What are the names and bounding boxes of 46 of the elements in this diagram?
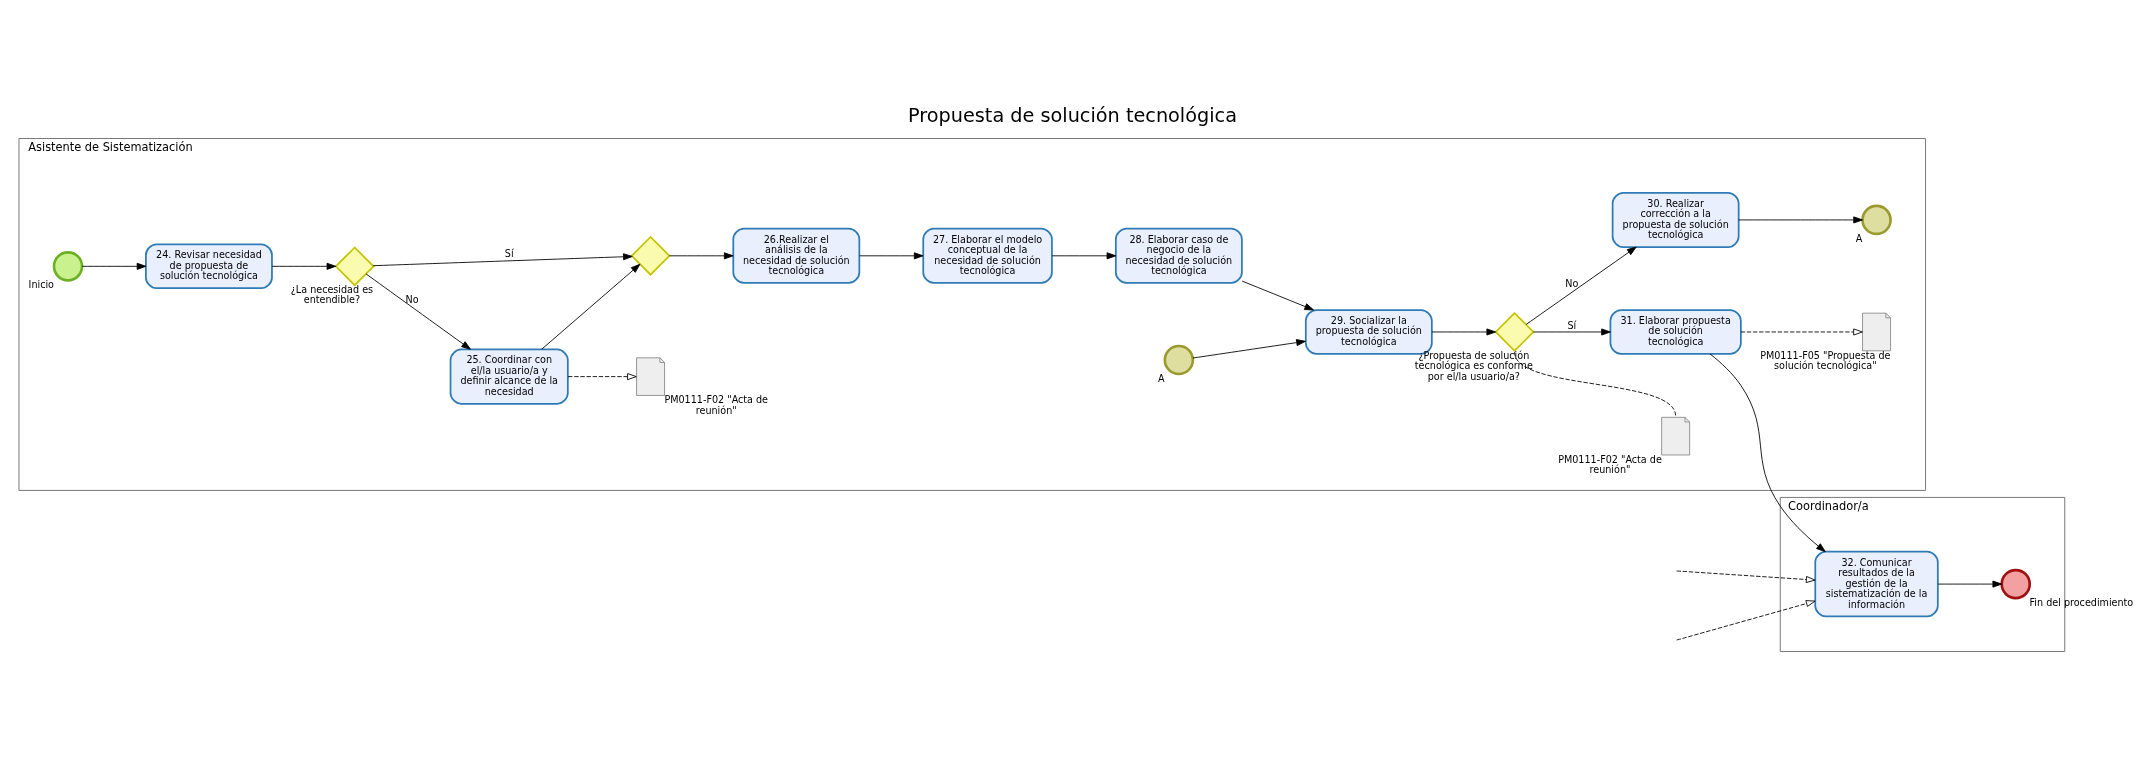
node-box: 30. Realizar corrección a la propuesta de solución tecnológica (1611, 191, 1740, 248)
node-label: A (1158, 372, 1165, 384)
arrow (1740, 328, 1863, 336)
node-circle (52, 251, 84, 282)
node-box: 27. Elaborar el modelo conceptual de la necesidad de solución tecnológica (922, 227, 1053, 284)
arrow (1525, 246, 1637, 325)
arrow (1532, 328, 1611, 336)
node-label: Inicio (28, 279, 55, 291)
arrow (668, 252, 734, 260)
arrow (1709, 353, 1826, 553)
node-circle (2000, 568, 2032, 600)
node-box: 28. Elaborar caso de negocio de la necesidad de solución tecnológica (1114, 227, 1243, 284)
node-label: A (1855, 232, 1863, 244)
edge-label: Sí (1567, 320, 1577, 332)
arrow (1051, 252, 1117, 260)
arrow (1431, 328, 1497, 336)
node-circle (1861, 204, 1892, 236)
node-diamond (334, 246, 375, 287)
arrow (1192, 339, 1306, 359)
arrow (271, 262, 337, 270)
arrow (567, 373, 637, 381)
diagram-title: Propuesta de solución tecnológica (908, 104, 1237, 128)
arrow (859, 252, 924, 260)
arrow (1937, 580, 2003, 588)
node-box: 32. Comunicar resultados de la gestión de la sistematización de la información (1814, 550, 1939, 618)
arrow (372, 253, 633, 267)
arrow (1738, 216, 1863, 224)
edge-label: No (405, 293, 419, 305)
node-label: PM0111-F02 "Acta de reunión" (664, 394, 769, 416)
arrow (1676, 570, 1816, 584)
connector (1514, 351, 1677, 417)
arrow (541, 263, 641, 350)
node-circle (1163, 344, 1195, 376)
arrow (365, 273, 471, 350)
node-box: 26.Realizar el análisis de la necesidad de solución tecnológica (732, 227, 861, 284)
node-box: 31. Elaborar propuesta de solución tecnológica (1609, 309, 1742, 355)
edge-label: No (1565, 278, 1579, 290)
arrow (1676, 600, 1816, 641)
node-box: 25. Coordinar con el/la usuario/a y definir alcance de la necesidad (449, 348, 569, 405)
arrow (1241, 280, 1315, 311)
node-label: PM0111-F02 "Acta de reunión" (1558, 453, 1662, 476)
node-label: ¿La necesidad es entendible? (290, 283, 374, 306)
arrow (81, 262, 147, 270)
node-box: 24. Revisar necesidad de propuesta de solución tecnológica (145, 243, 273, 290)
edge-label: Sí (504, 247, 514, 259)
node-label: PM0111-F05 "Propuesta de solución tecnológica" (1760, 349, 1891, 372)
